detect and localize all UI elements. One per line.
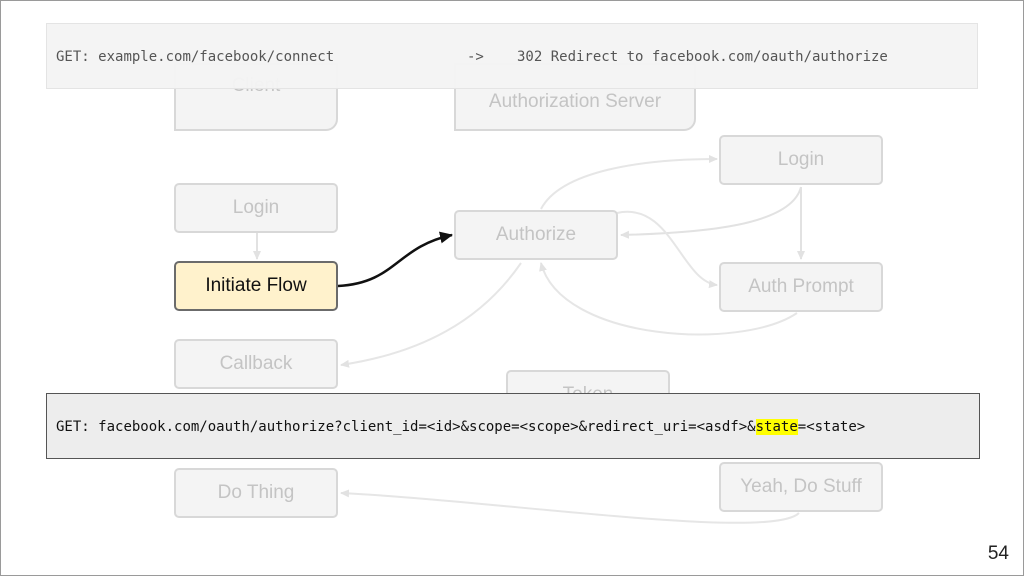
request-arrow: ->	[467, 49, 484, 65]
request-method: GET:	[56, 49, 90, 65]
auth-prompt-node: Auth Prompt	[719, 262, 883, 312]
auth-request-url-suffix: =<state>	[797, 419, 866, 435]
initiate-flow-node: Initiate Flow	[174, 261, 338, 311]
state-param-highlight: state	[755, 419, 798, 435]
auth-request-url-prefix: facebook.com/oauth/authorize?client_id=<…	[98, 419, 756, 435]
server-login-node: Login	[719, 135, 883, 185]
redirect-request-bar: GET: example.com/facebook/connect -> 302…	[46, 23, 978, 89]
arrow-yeah-to-dothing	[340, 489, 800, 524]
do-thing-node: Do Thing	[174, 468, 338, 518]
page-number: 54	[987, 543, 1009, 564]
request-url: example.com/facebook/connect	[98, 49, 335, 65]
yeah-do-stuff-node: Yeah, Do Stuff	[719, 462, 883, 512]
client-login-node: Login	[174, 183, 338, 233]
authorize-request-bar: GET: facebook.com/oauth/authorize?client…	[46, 393, 980, 459]
arrow-prompt-to-authorize	[539, 262, 798, 336]
arrow-initiate-to-authorize	[337, 231, 453, 288]
callback-node: Callback	[174, 339, 338, 389]
authorize-node: Authorize	[454, 210, 618, 260]
auth-request-method: GET:	[56, 419, 90, 435]
arrow-authorize-to-prompt	[616, 210, 718, 289]
arrow-authorize-to-callback	[340, 262, 522, 368]
arrow-server-login-to-authorize	[620, 186, 802, 239]
arrow-authorize-to-server-login	[540, 155, 718, 210]
request-result: 302 Redirect to facebook.com/oauth/autho…	[517, 49, 888, 65]
